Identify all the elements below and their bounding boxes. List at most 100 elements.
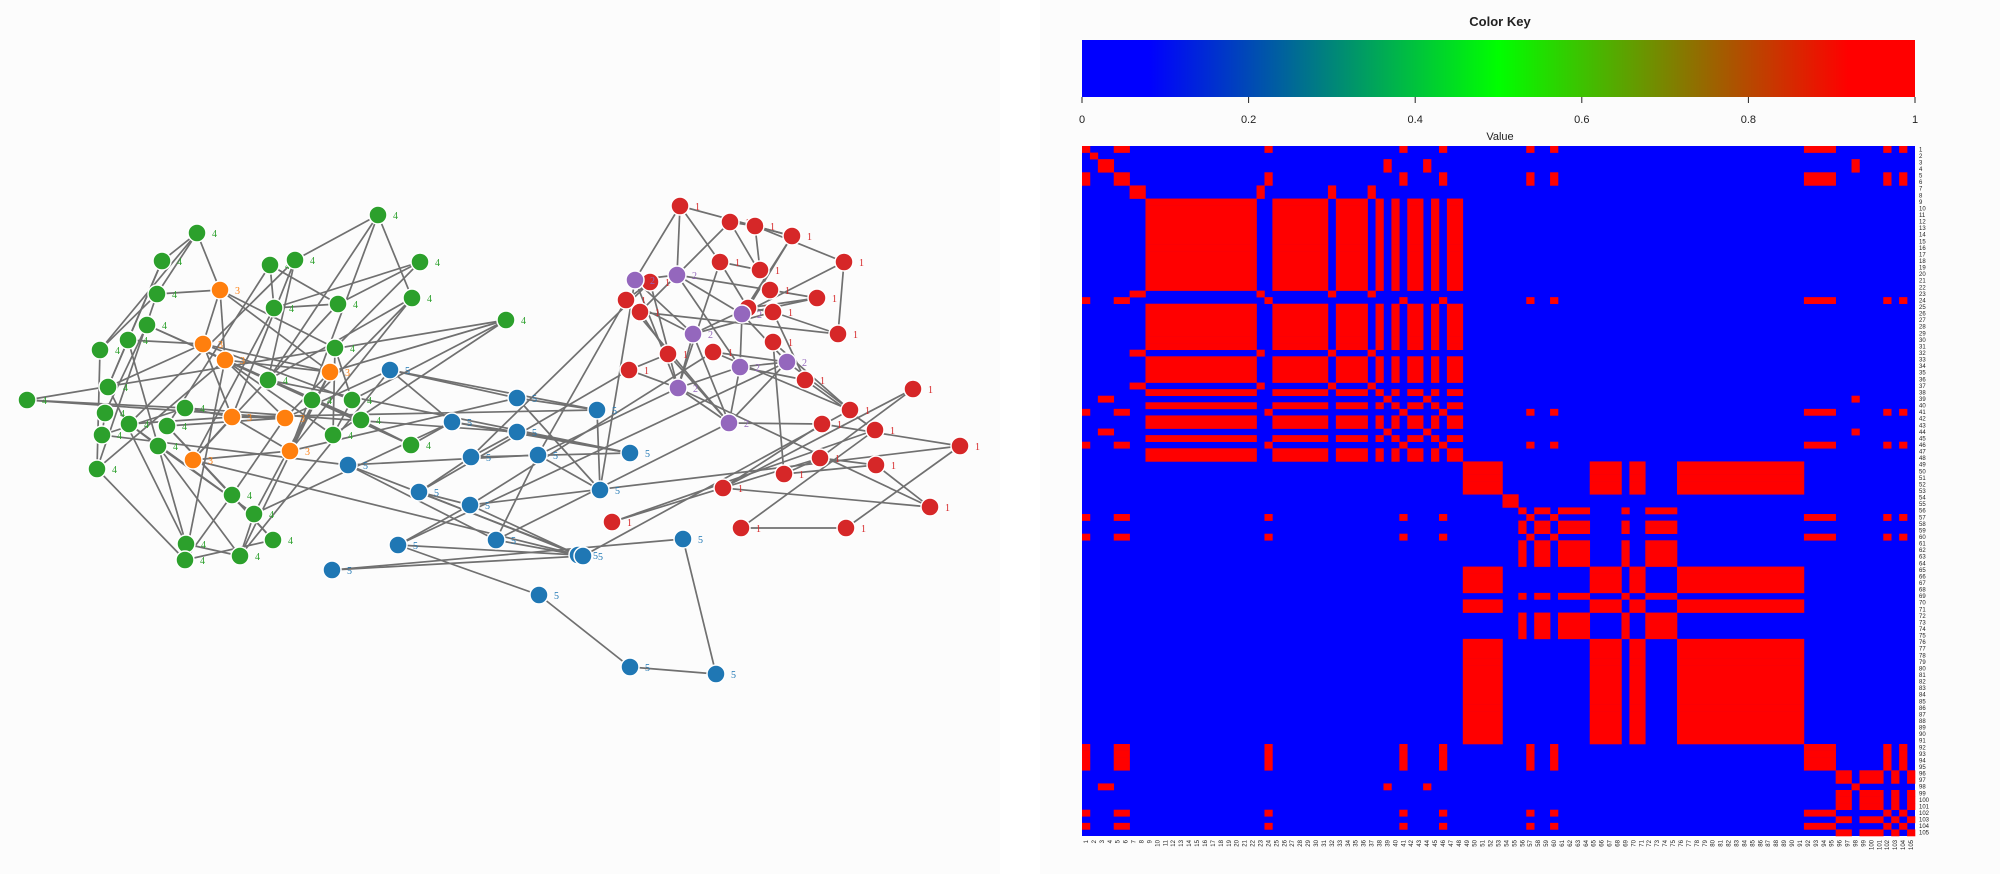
heatmap-cell [1677, 691, 1805, 699]
heatmap-cell [1899, 533, 1908, 541]
heatmap-cell [1335, 270, 1368, 278]
network-edge [107, 260, 163, 388]
heatmap-cell [1082, 178, 1091, 186]
heatmap-cell [1145, 454, 1257, 462]
heatmap-cell [1335, 257, 1368, 265]
heatmap-cell [1335, 264, 1368, 272]
heatmap-column-label: 7 [1132, 839, 1138, 843]
network-node: 5 [442, 412, 472, 432]
heatmap-cell [1113, 408, 1130, 416]
heatmap-cell [1272, 244, 1329, 252]
network-node: 1 [750, 260, 780, 280]
heatmap-cell [1629, 474, 1646, 482]
network-node: 4 [302, 390, 332, 410]
network-node-label: 5 [413, 541, 418, 552]
heatmap-row-label: 73 [1919, 620, 1926, 626]
heatmap-cell [1375, 310, 1384, 318]
heatmap-cell [1621, 612, 1630, 620]
heatmap-cell [1407, 198, 1424, 206]
heatmap-cell [1407, 389, 1424, 397]
network-node: 3 [215, 350, 245, 370]
network-edge [537, 299, 627, 456]
heatmap-column-label: 65 [1592, 839, 1598, 846]
color-key-tick-label: 0.6 [1574, 114, 1589, 126]
network-node-circle [587, 400, 607, 420]
network-node-label: 2 [650, 276, 655, 287]
network-node-circle [667, 265, 687, 285]
heatmap-cell [1431, 257, 1440, 265]
heatmap-cell [1391, 198, 1400, 206]
heatmap-cell [1431, 251, 1440, 259]
heatmap-cell [1129, 382, 1146, 390]
heatmap-cell [1550, 822, 1559, 830]
heatmap-cell [1391, 316, 1400, 324]
heatmap-column-label: 79 [1703, 839, 1709, 846]
network-node-circle [222, 485, 242, 505]
heatmap-cell [1145, 343, 1257, 351]
heatmap-cell [1264, 514, 1273, 521]
heatmap-cell [1621, 560, 1630, 567]
heatmap-column-label: 91 [1798, 839, 1804, 846]
network-edge [837, 261, 845, 335]
heatmap-cell [1272, 284, 1329, 291]
heatmap-cell [1399, 514, 1408, 521]
heatmap-cell [1391, 389, 1400, 397]
network-node: 4 [264, 298, 294, 318]
heatmap-cell [1899, 408, 1908, 416]
heatmap-cell [1629, 586, 1646, 594]
heatmap-column-label: 82 [1727, 839, 1733, 846]
heatmap-cell [1145, 205, 1257, 213]
network-node: 5 [573, 546, 603, 566]
heatmap-cell [1431, 336, 1440, 344]
heatmap-cell [1407, 330, 1424, 337]
network-node-circle [774, 464, 794, 484]
heatmap-cell [1335, 435, 1368, 443]
heatmap-cell [1803, 297, 1836, 305]
heatmap-cell [1883, 809, 1892, 817]
network-node: 1 [920, 497, 950, 517]
heatmap-column-label: 53 [1497, 839, 1503, 846]
heatmap-cell [1677, 487, 1805, 495]
heatmap-cell [1891, 816, 1900, 824]
heatmap-cell [1589, 658, 1622, 666]
heatmap-cell [1550, 763, 1559, 771]
network-edge [219, 289, 331, 373]
network-node: 2 [719, 413, 749, 433]
network-node-circle [810, 448, 830, 468]
heatmap-row-labels: 1234567891011121314151617181920212223242… [1919, 147, 1930, 836]
heatmap-cell [1407, 303, 1424, 311]
heatmap-cell [1589, 566, 1622, 574]
network-node-circle [903, 379, 923, 399]
heatmap-row-label: 83 [1919, 686, 1926, 692]
heatmap-cell [1859, 790, 1884, 797]
heatmap-row-label: 55 [1919, 502, 1926, 508]
heatmap-cell [1391, 356, 1400, 364]
network-node: 5 [461, 447, 491, 467]
heatmap-cell [1089, 152, 1099, 160]
heatmap-cell [1558, 612, 1591, 620]
network-node-circle [496, 310, 516, 330]
network-node-label: 4 [348, 431, 353, 442]
heatmap-cell [1375, 330, 1384, 337]
heatmap-cell [1431, 402, 1440, 410]
heatmap-cell [1629, 645, 1646, 653]
heatmap-cell [1113, 763, 1130, 771]
heatmap-row-label: 18 [1919, 259, 1926, 265]
heatmap-column-label: 103 [1893, 839, 1899, 850]
network-edge [677, 366, 741, 389]
heatmap-cell [1891, 796, 1900, 804]
heatmap-column-label: 47 [1449, 839, 1455, 846]
network-node: 3 [210, 280, 240, 300]
heatmap-cell [1446, 231, 1464, 239]
network-edge [101, 434, 349, 466]
heatmap-cell [1629, 737, 1646, 745]
heatmap-cell [1082, 297, 1091, 305]
heatmap-cell [1550, 178, 1559, 186]
heatmap-cell [1375, 389, 1384, 397]
network-node: 4 [148, 436, 178, 456]
network-edge [267, 297, 413, 381]
heatmap-cell [1677, 704, 1805, 712]
heatmap-cell [1835, 790, 1852, 797]
heatmap-cell [1327, 185, 1337, 193]
heatmap-cell [1407, 277, 1424, 285]
